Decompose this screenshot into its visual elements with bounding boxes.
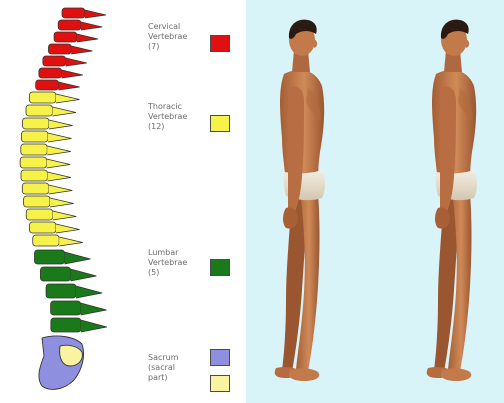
vertebra-body bbox=[21, 144, 47, 155]
vertebra-process bbox=[56, 94, 80, 103]
vertebra-process bbox=[47, 146, 71, 155]
swatch-lumbar bbox=[210, 259, 230, 276]
vertebra bbox=[40, 267, 96, 281]
vertebra-body bbox=[24, 196, 50, 207]
vertebra-process bbox=[62, 70, 83, 78]
vertebra-process bbox=[48, 133, 72, 142]
vertebra bbox=[54, 32, 98, 42]
vertebra-body bbox=[33, 235, 59, 246]
vertebra-process bbox=[47, 172, 71, 181]
vertebra-process bbox=[65, 252, 91, 264]
vertebra bbox=[39, 68, 83, 78]
vertebra-body bbox=[51, 318, 81, 332]
vertebra bbox=[36, 80, 80, 90]
vertebra-process bbox=[52, 107, 76, 116]
legend-sacrum: Sacrum (sacral part) bbox=[148, 353, 246, 397]
vertebra-body bbox=[22, 183, 48, 194]
vertebra-process bbox=[49, 120, 73, 129]
vertebra bbox=[24, 196, 74, 207]
vertebra-body bbox=[43, 56, 66, 66]
vertebra-process bbox=[56, 224, 80, 233]
coccyx-bone bbox=[60, 345, 83, 366]
vertebra-body bbox=[51, 301, 81, 315]
vertebra bbox=[51, 301, 107, 315]
vertebra bbox=[26, 105, 76, 116]
vertebra-body bbox=[46, 284, 76, 298]
vertebra-body bbox=[36, 80, 59, 90]
vertebra-body bbox=[30, 222, 56, 233]
vertebra bbox=[30, 222, 80, 233]
vertebra-body bbox=[26, 105, 52, 116]
legend-thoracic: Thoracic Vertebrae (12) bbox=[148, 102, 246, 146]
vertebra-body bbox=[20, 157, 46, 168]
vertebra-body bbox=[62, 8, 85, 18]
vertebra bbox=[22, 183, 72, 194]
vertebra bbox=[33, 235, 83, 246]
vertebra-process bbox=[81, 22, 102, 30]
vertebra-process bbox=[85, 10, 106, 18]
swatch-sacrum bbox=[210, 349, 230, 366]
vertebra-process bbox=[47, 159, 71, 168]
spine-diagram-panel: Cervical Vertebrae (7) Thoracic Vertebra… bbox=[0, 0, 246, 403]
vertebra-body bbox=[48, 44, 71, 54]
vertebra-body bbox=[21, 131, 47, 142]
swatch-cervical bbox=[210, 35, 230, 52]
human-figure-right bbox=[427, 20, 477, 381]
vertebra bbox=[48, 44, 92, 54]
vertebra-body bbox=[29, 92, 55, 103]
vertebra bbox=[35, 250, 91, 264]
vertebra-process bbox=[58, 82, 79, 90]
spine-illustration bbox=[0, 0, 150, 403]
vertebra-process bbox=[77, 34, 98, 42]
vertebra-process bbox=[76, 286, 102, 298]
vertebra-process bbox=[66, 58, 87, 66]
vertebra bbox=[21, 170, 71, 181]
vertebra bbox=[46, 284, 102, 298]
legend-label-cervical: Cervical Vertebrae (7) bbox=[148, 22, 210, 52]
vertebra bbox=[51, 318, 107, 332]
vertebra bbox=[62, 8, 106, 18]
legend-label-sacrum: Sacrum (sacral part) bbox=[148, 353, 210, 383]
vertebra-process bbox=[50, 198, 74, 207]
legend-lumbar: Lumbar Vertebrae (5) bbox=[148, 248, 246, 292]
vertebra bbox=[21, 144, 71, 155]
vertebra-process bbox=[70, 269, 96, 281]
vertebra-process bbox=[81, 320, 107, 332]
vertebra bbox=[26, 209, 76, 220]
posture-figures bbox=[246, 0, 504, 403]
vertebra-process bbox=[53, 211, 77, 220]
human-figure-left bbox=[275, 20, 325, 381]
vertebra bbox=[58, 20, 102, 30]
vertebra bbox=[43, 56, 87, 66]
vertebra-body bbox=[23, 118, 49, 129]
swatch-thoracic bbox=[210, 115, 230, 132]
vertebra-body bbox=[58, 20, 81, 30]
vertebra bbox=[29, 92, 79, 103]
vertebra-body bbox=[26, 209, 52, 220]
vertebra bbox=[23, 118, 73, 129]
vertebra-process bbox=[71, 46, 92, 54]
vertebra-body bbox=[39, 68, 62, 78]
legend-cervical: Cervical Vertebrae (7) bbox=[148, 22, 246, 66]
vertebra-process bbox=[49, 185, 73, 194]
legend-label-thoracic: Thoracic Vertebrae (12) bbox=[148, 102, 210, 132]
vertebra-process bbox=[81, 303, 107, 315]
posture-illustration-panel bbox=[246, 0, 504, 403]
legend-label-lumbar: Lumbar Vertebrae (5) bbox=[148, 248, 210, 278]
vertebra-body bbox=[35, 250, 65, 264]
vertebra-body bbox=[40, 267, 70, 281]
swatch-coccyx bbox=[210, 375, 230, 392]
vertebra bbox=[21, 131, 71, 142]
vertebra bbox=[20, 157, 70, 168]
vertebra-process bbox=[59, 237, 83, 246]
vertebra-body bbox=[54, 32, 77, 42]
vertebra-body bbox=[21, 170, 47, 181]
